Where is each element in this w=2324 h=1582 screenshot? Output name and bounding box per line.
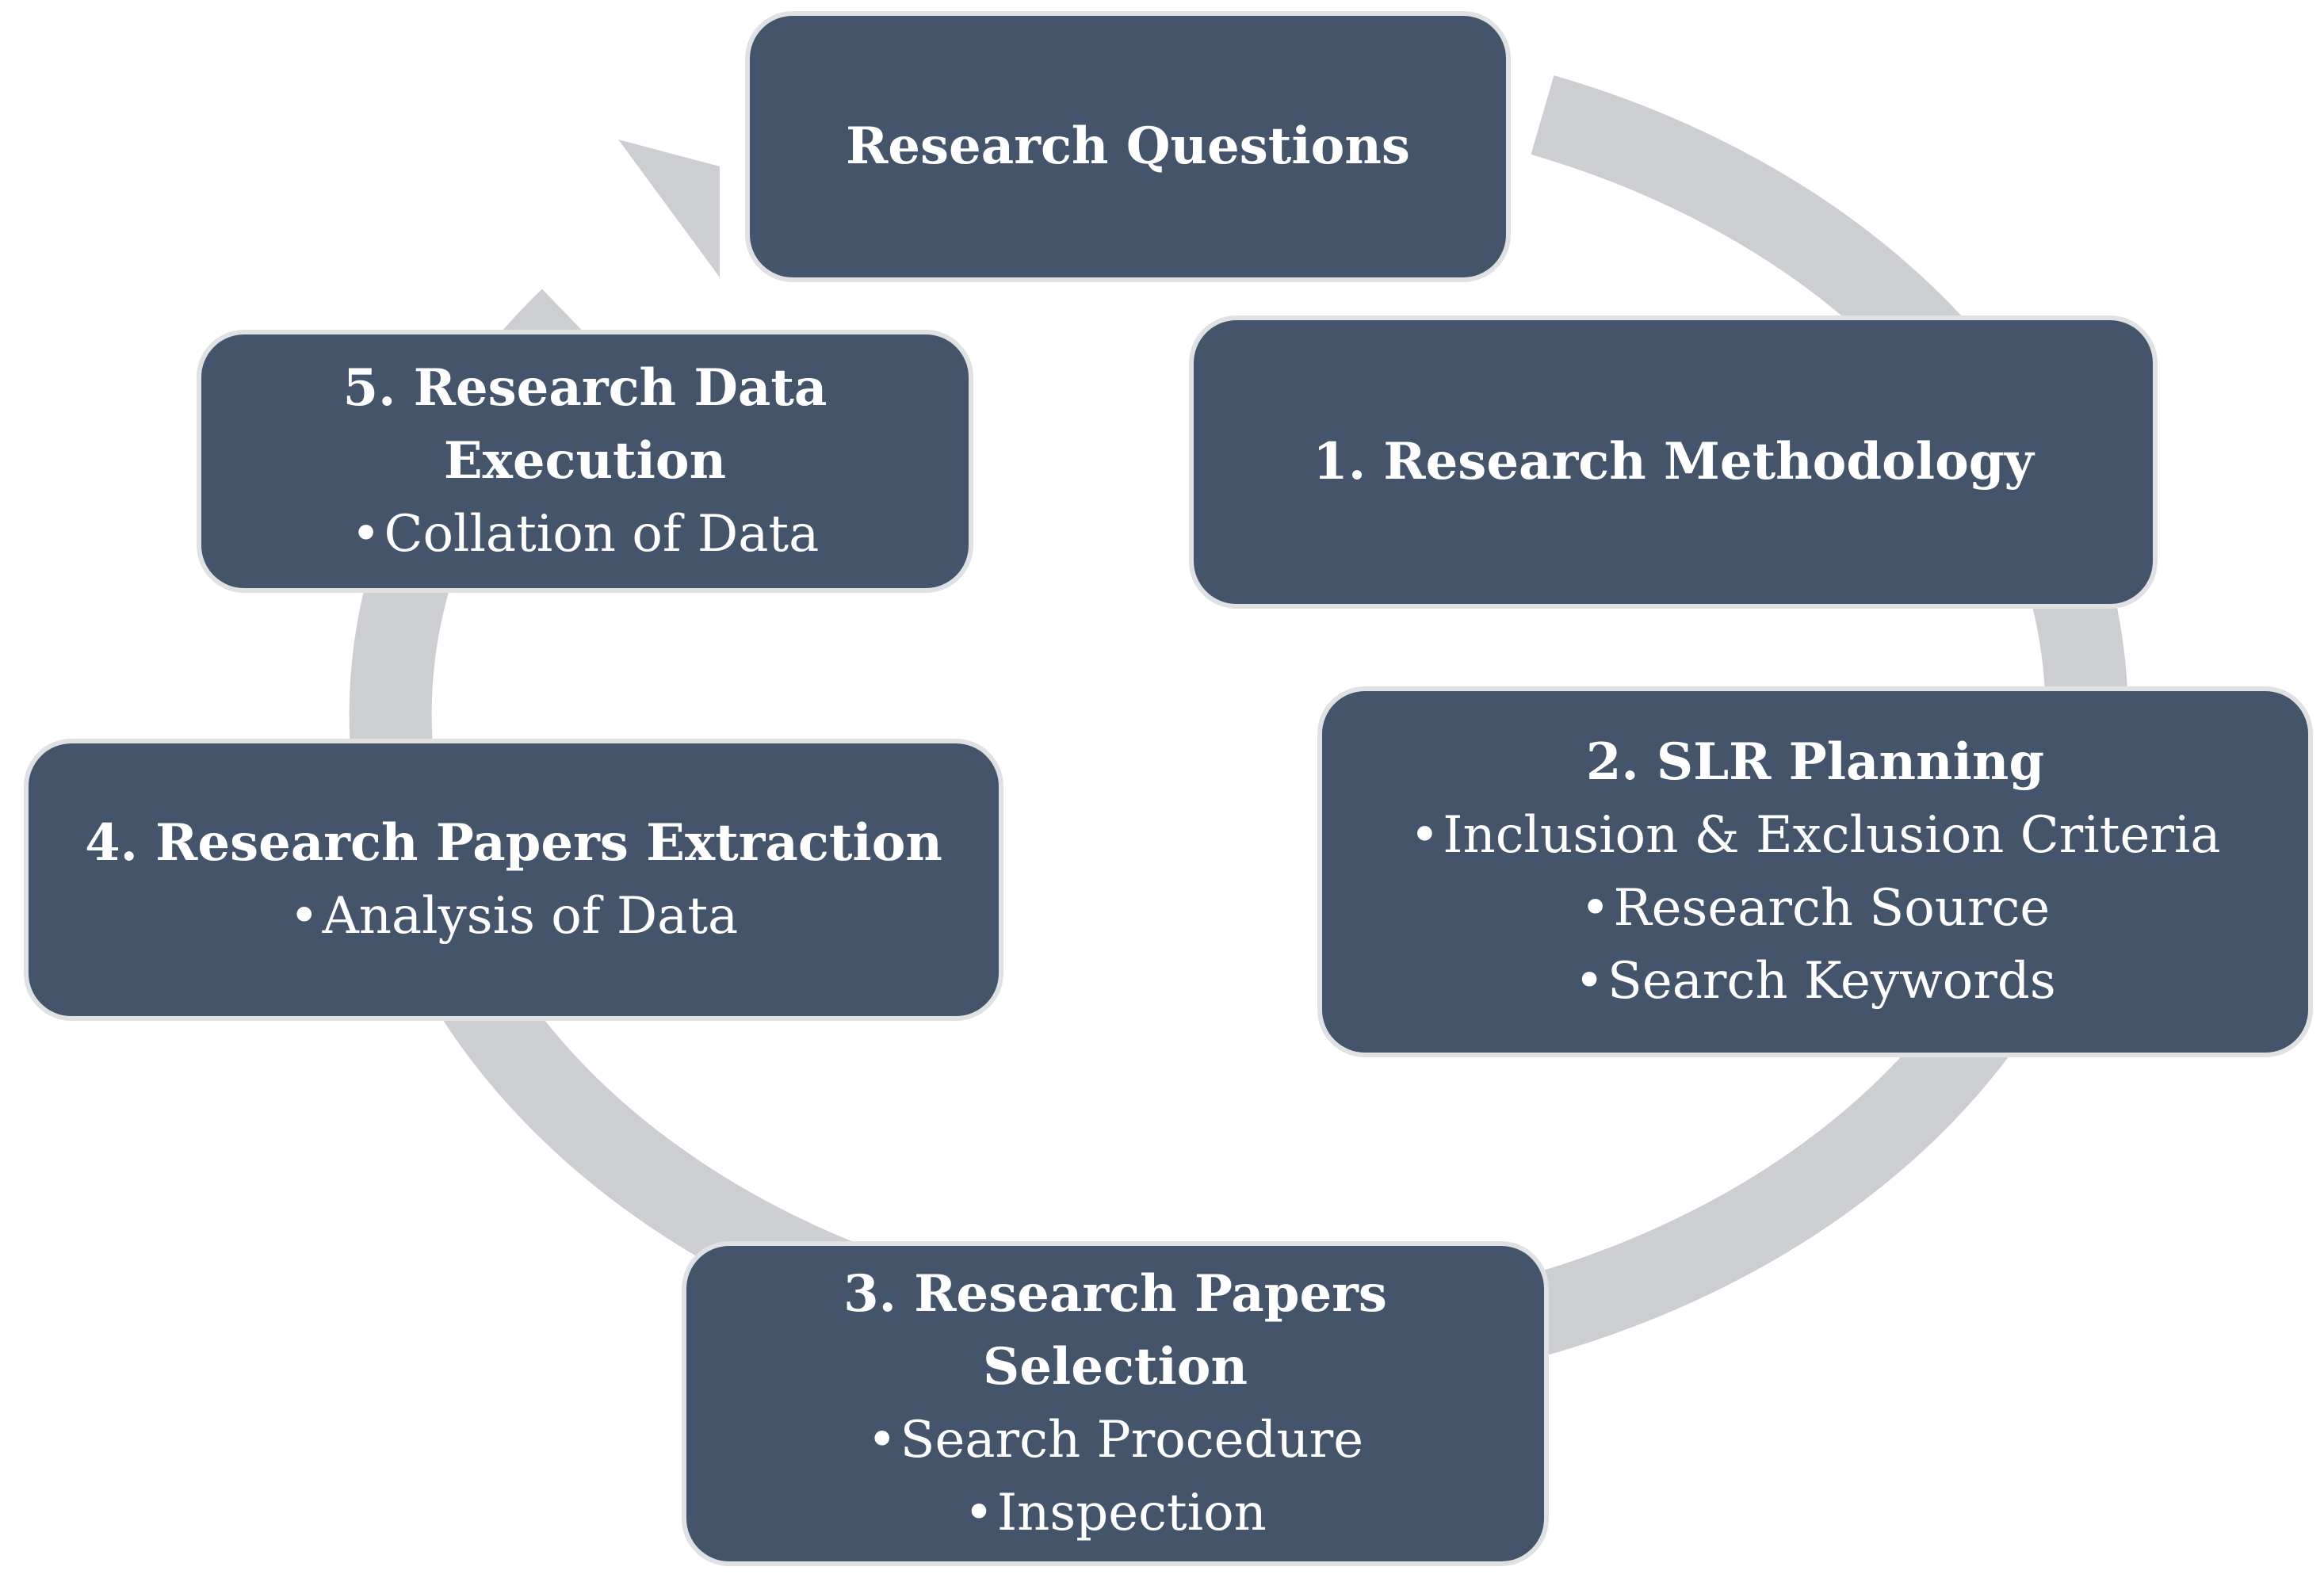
cycle-arrowhead: [618, 139, 720, 277]
node-step-4-papers-extraction: 4. Research Papers Extraction Analysis o…: [24, 739, 1003, 1021]
node-title: 4. Research Papers Extraction: [85, 813, 942, 873]
bullet-item: Research Source: [1409, 872, 2220, 945]
node-bullet-list: Analysis of Data: [289, 880, 739, 953]
bullet-item: Analysis of Data: [289, 880, 739, 953]
node-step-5-data-execution: 5. Research Data Execution Collation of …: [197, 330, 973, 593]
node-step-1-research-methodology: 1. Research Methodology: [1189, 315, 2158, 609]
bullet-item: Search Procedure: [867, 1404, 1363, 1477]
bullet-item: Search Keywords: [1409, 945, 2220, 1018]
node-title: 5. Research Data Execution: [342, 358, 828, 491]
node-title: 1. Research Methodology: [1313, 432, 2034, 491]
node-bullet-list: Inclusion & Exclusion Criteria Research …: [1409, 799, 2220, 1018]
node-step-2-slr-planning: 2. SLR Planning Inclusion & Exclusion Cr…: [1317, 686, 2313, 1057]
bullet-item: Inclusion & Exclusion Criteria: [1409, 799, 2220, 872]
node-step-3-papers-selection: 3. Research Papers Selection Search Proc…: [682, 1241, 1549, 1566]
bullet-item: Inspection: [867, 1477, 1363, 1550]
node-title: Research Questions: [846, 117, 1410, 176]
node-title: 3. Research Papers Selection: [843, 1264, 1387, 1397]
node-title: 2. SLR Planning: [1585, 732, 2045, 792]
node-research-questions: Research Questions: [745, 11, 1511, 282]
node-bullet-list: Search Procedure Inspection: [867, 1404, 1363, 1550]
bullet-item: Collation of Data: [351, 498, 819, 571]
node-bullet-list: Collation of Data: [351, 498, 819, 571]
